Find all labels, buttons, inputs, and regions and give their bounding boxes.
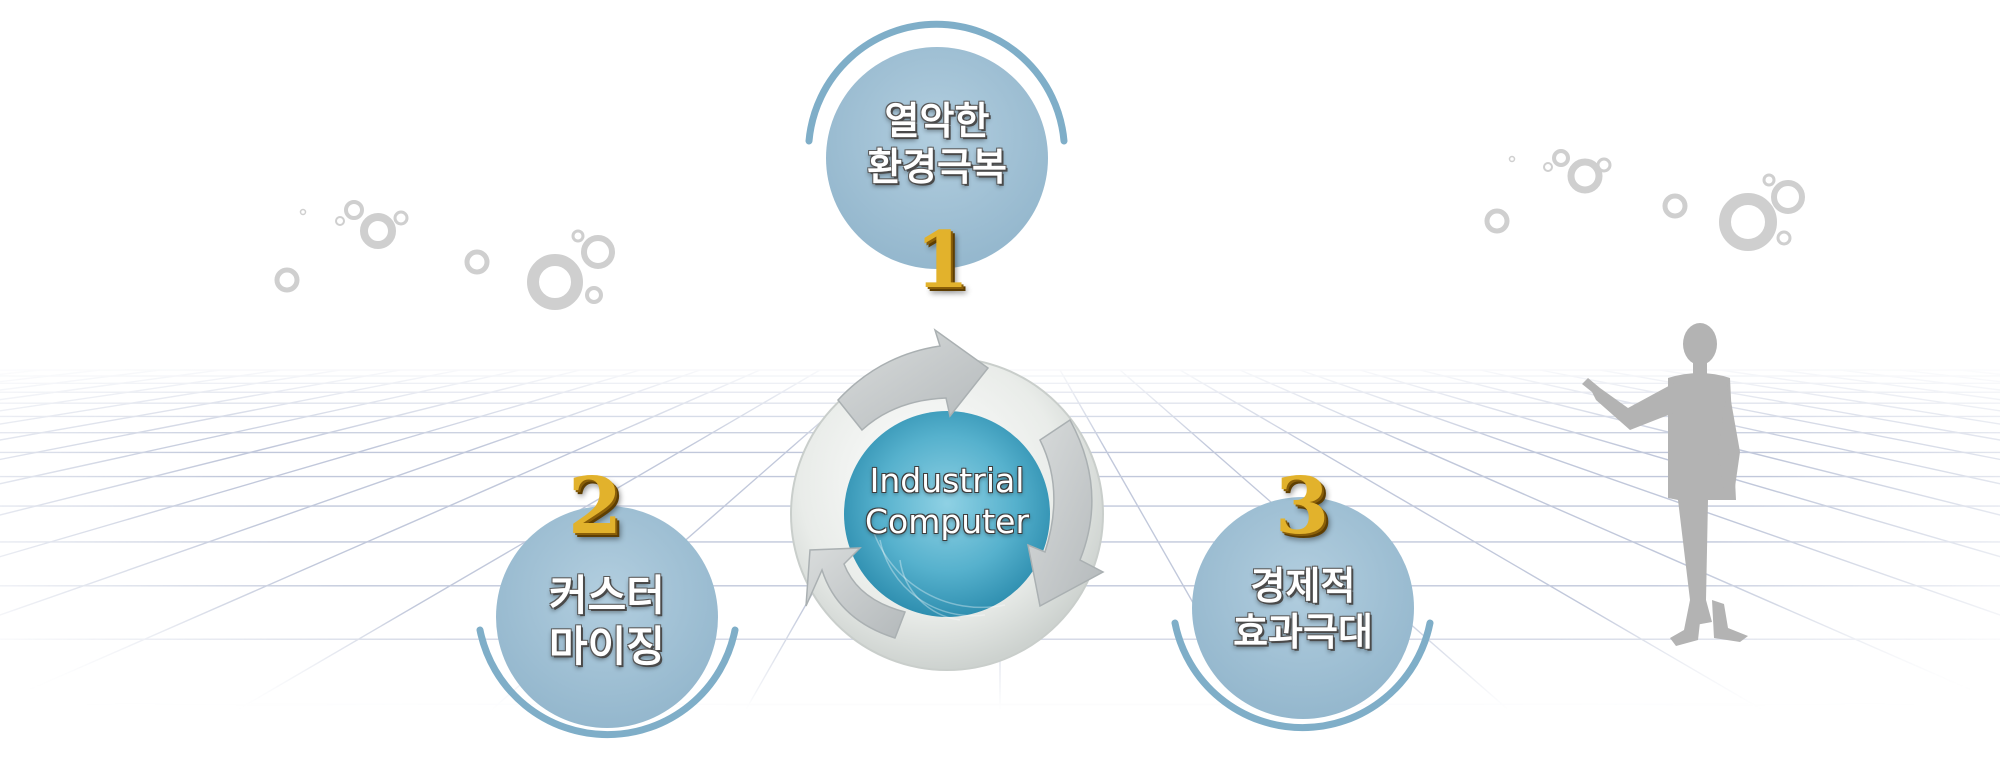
cycle-arrow-right-icon	[1026, 418, 1105, 608]
grid-line	[0, 369, 641, 558]
item-1-number: 1	[915, 215, 970, 306]
grid-line	[0, 369, 341, 425]
decor-bubbles-right	[1484, 149, 1805, 251]
grid-line	[0, 369, 401, 441]
item-3-label: 경제적 효과극대	[1203, 563, 1403, 656]
cycle-arrow-top-icon	[837, 328, 990, 432]
grid-line	[1359, 369, 2000, 558]
center-line2: Computer	[864, 502, 1030, 542]
item-2-label: 커스터 마이징	[507, 570, 707, 672]
item-2-line2: 마이징	[549, 622, 665, 672]
item-3-graphic	[1171, 497, 1434, 732]
center-cycle-graphic	[790, 328, 1105, 671]
item-1-label: 열악한 환경극복	[837, 98, 1037, 191]
item-3-line1: 경제적	[1250, 564, 1356, 608]
item-2-line1: 커스터	[549, 571, 665, 620]
grid-line	[219, 369, 821, 721]
item-2-graphic	[476, 506, 739, 739]
item-3-line2: 효과극대	[1233, 610, 1373, 655]
cycle-arrow-left-icon	[805, 547, 907, 639]
grid-line	[1179, 369, 1781, 721]
decor-bubbles-left	[274, 200, 615, 310]
grid-line	[0, 369, 461, 461]
grid-line	[0, 369, 701, 616]
center-line1: Industrial	[869, 461, 1025, 500]
grid-line	[1239, 369, 2000, 704]
grid-line	[1479, 369, 2000, 485]
grid-line	[1599, 369, 2000, 441]
grid-line	[1419, 369, 2000, 516]
grid-line	[1539, 369, 2000, 461]
grid-line	[1899, 369, 2000, 383]
item-2-number: 2	[568, 461, 623, 552]
grid-line	[0, 369, 761, 704]
grid-line	[0, 369, 581, 516]
grid-line	[1299, 369, 2000, 616]
presenter-silhouette-icon	[1582, 323, 1748, 646]
item-1-line2: 환경극복	[867, 145, 1007, 190]
grid-line	[0, 369, 521, 485]
item-1-line1: 열악한	[884, 99, 990, 143]
grid-line	[0, 369, 101, 383]
center-label: Industrial Computer	[847, 460, 1047, 543]
item-1-graphic	[805, 20, 1068, 269]
item-3-number: 3	[1275, 461, 1330, 552]
